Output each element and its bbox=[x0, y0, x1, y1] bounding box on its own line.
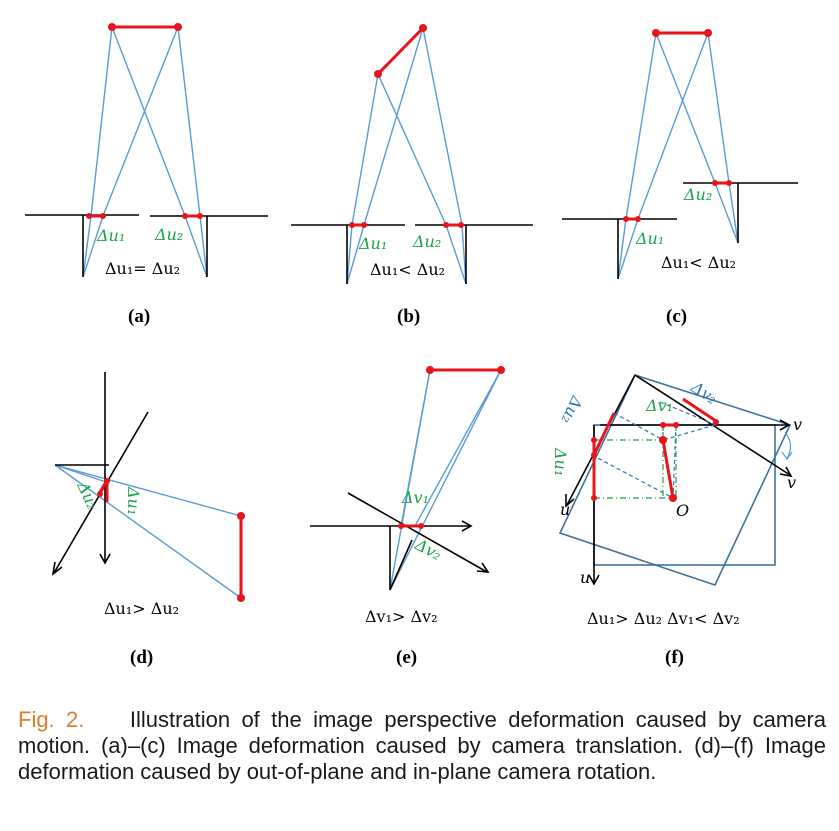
panel-c: Δu₁ Δu₂ Δu₁< Δu₂ (c) bbox=[562, 29, 798, 327]
panel-d-equation: Δu₁> Δu₂ bbox=[104, 599, 179, 618]
panel-f-axis-v-rotated: v bbox=[787, 473, 796, 492]
panel-e: Δv₁ Δv₂ Δv₁> Δv₂ (e) bbox=[310, 366, 505, 668]
caption-text: Illustration of the image perspective de… bbox=[18, 707, 827, 784]
panel-b-mark-2: Δu₂ bbox=[412, 232, 441, 251]
panel-b-mark-1: Δu₁ bbox=[358, 234, 387, 253]
figure-number: Fig. 2. bbox=[18, 707, 85, 732]
figure-caption: Fig. 2. Illustration of the image perspe… bbox=[18, 707, 826, 785]
panel-f-equation: Δu₁> Δu₂ Δv₁< Δv₂ bbox=[587, 609, 740, 628]
panel-e-mark-1: Δv₁ bbox=[401, 488, 429, 507]
panel-f-axis-v-top: v bbox=[793, 415, 802, 434]
panel-d: Δu₁ Δu₂ Δu₁> Δu₂ (d) bbox=[51, 372, 245, 668]
panel-f-mark-3: Δu₂ bbox=[557, 392, 587, 427]
panel-a-equation: Δu₁= Δu₂ bbox=[105, 259, 180, 278]
panel-f-origin: O bbox=[676, 501, 689, 520]
panel-f: Δv₁ Δv₂ Δu₂ Δu₁ v v u u O Δu₁> Δu₂ Δv₁< … bbox=[551, 374, 802, 668]
panel-b: Δu₁ Δu₂ Δu₁< Δu₂ (b) bbox=[291, 24, 533, 327]
panel-e-equation: Δv₁> Δv₂ bbox=[365, 607, 438, 626]
panel-b-label: (b) bbox=[397, 306, 420, 327]
panel-c-mark-2: Δu₂ bbox=[683, 185, 712, 204]
panel-a-label: (a) bbox=[128, 306, 150, 327]
panel-f-axis-u-rotated: u bbox=[560, 500, 570, 519]
panel-a-mark-2: Δu₂ bbox=[154, 225, 183, 244]
panel-d-mark-1: Δu₁ bbox=[124, 486, 143, 515]
panel-c-equation: Δu₁< Δu₂ bbox=[661, 253, 736, 272]
panel-d-label: (d) bbox=[130, 647, 153, 668]
panel-f-axis-u-bottom: u bbox=[580, 568, 590, 587]
panel-c-mark-1: Δu₁ bbox=[635, 229, 664, 248]
figure-illustration: Δu₁ Δu₂ Δu₁= Δu₂ (a) Δu₁ Δu₂ Δu₁< Δu₂ (b… bbox=[25, 23, 802, 668]
panel-f-mark-4: Δu₁ bbox=[551, 447, 570, 476]
panel-a: Δu₁ Δu₂ Δu₁= Δu₂ (a) bbox=[25, 23, 268, 327]
panel-a-mark-1: Δu₁ bbox=[96, 226, 125, 245]
panel-f-label: (f) bbox=[665, 647, 684, 668]
panel-c-label: (c) bbox=[666, 306, 687, 327]
panel-e-label: (e) bbox=[396, 647, 417, 668]
panel-d-mark-2: Δu₂ bbox=[73, 478, 103, 513]
panel-b-equation: Δu₁< Δu₂ bbox=[370, 260, 445, 279]
panel-f-mark-1: Δv₁ bbox=[645, 396, 673, 415]
